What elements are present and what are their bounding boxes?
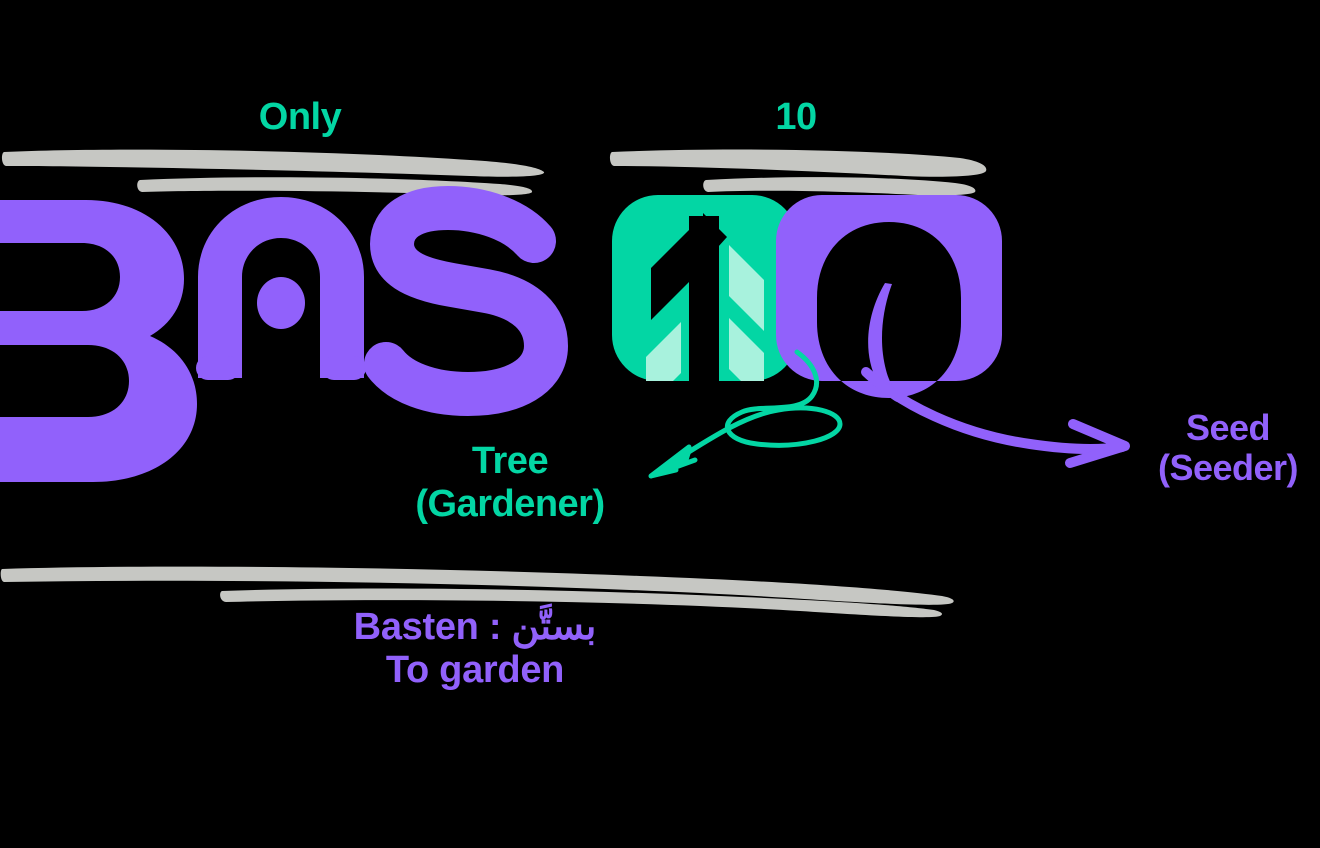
seed-arrow (861, 367, 1130, 468)
label-tree-line2: (Gardener) (415, 482, 605, 525)
label-only: Only (258, 96, 342, 138)
underline-ten (609, 149, 987, 196)
letter-a-dot (257, 277, 305, 329)
label-seed-seeder: Seed (Seeder) (1140, 407, 1316, 489)
label-seed-line2: (Seeder) (1157, 447, 1299, 489)
letter-a-glyph (196, 197, 366, 380)
letter-b-glyph (0, 200, 197, 482)
label-tree-gardener: Tree (Gardener) (330, 440, 690, 525)
label-tree-line1: Tree (471, 440, 549, 482)
underline-basten (0, 566, 954, 618)
tree-arrow-icon (560, 195, 860, 430)
seed-zero-icon (776, 195, 1002, 402)
wordmark-group (0, 186, 568, 482)
letter-s-glyph (364, 186, 568, 416)
label-basten-line1: Basten : بستَّن (353, 606, 597, 648)
label-seed-line1: Seed (1185, 407, 1271, 448)
label-basten-translation: Basten : بستَّن To garden (100, 606, 850, 691)
label-ten: 10 (775, 96, 817, 138)
label-basten-line2: To garden (385, 648, 565, 691)
tree-arrow (648, 349, 843, 479)
